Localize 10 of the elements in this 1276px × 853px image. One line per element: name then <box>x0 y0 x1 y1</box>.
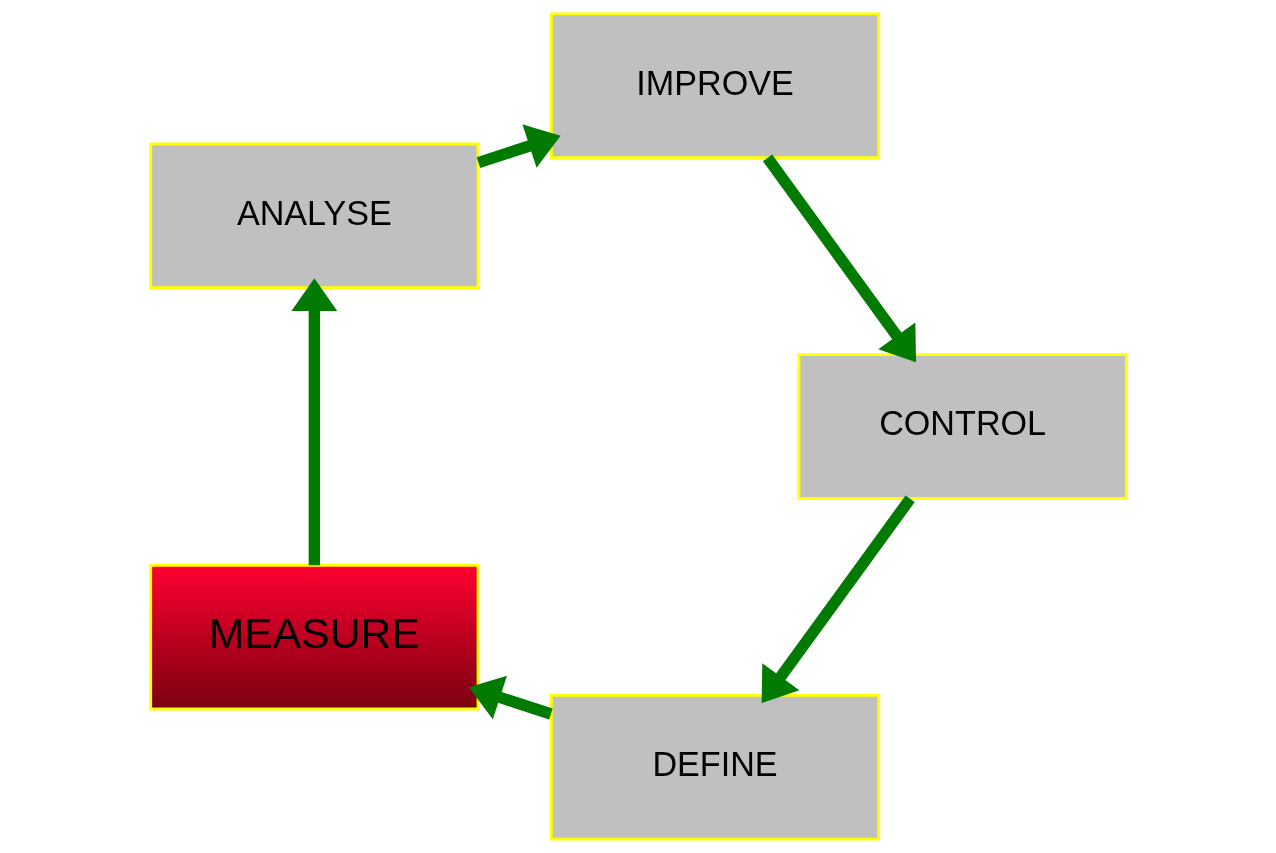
node-box: IMPROVE <box>549 12 880 159</box>
node-box: ANALYSE <box>148 142 479 290</box>
node-box: DEFINE <box>549 694 880 841</box>
arrow <box>476 124 561 168</box>
arrow <box>290 278 337 566</box>
arrow <box>761 495 915 704</box>
arrow <box>762 154 916 363</box>
node-box: MEASURE <box>148 563 479 711</box>
node-box: CONTROL <box>797 353 1128 500</box>
arrow <box>468 675 553 720</box>
